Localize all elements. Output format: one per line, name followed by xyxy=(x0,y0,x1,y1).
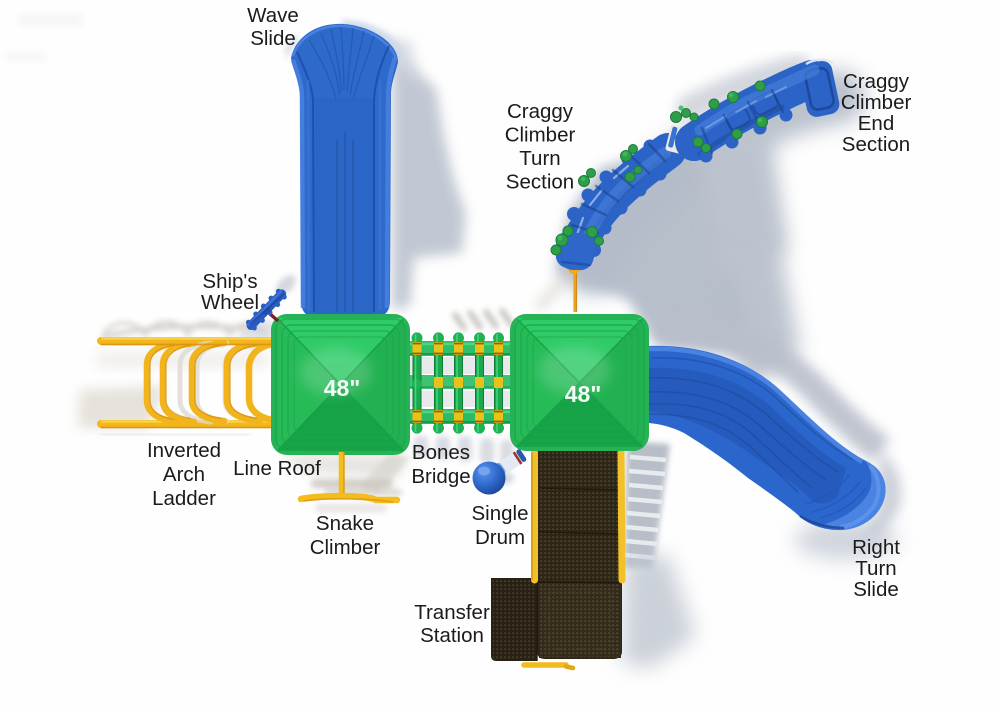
svg-text:Line Roof: Line Roof xyxy=(233,457,321,480)
svg-text:48": 48" xyxy=(565,381,602,407)
svg-text:48": 48" xyxy=(324,375,361,401)
